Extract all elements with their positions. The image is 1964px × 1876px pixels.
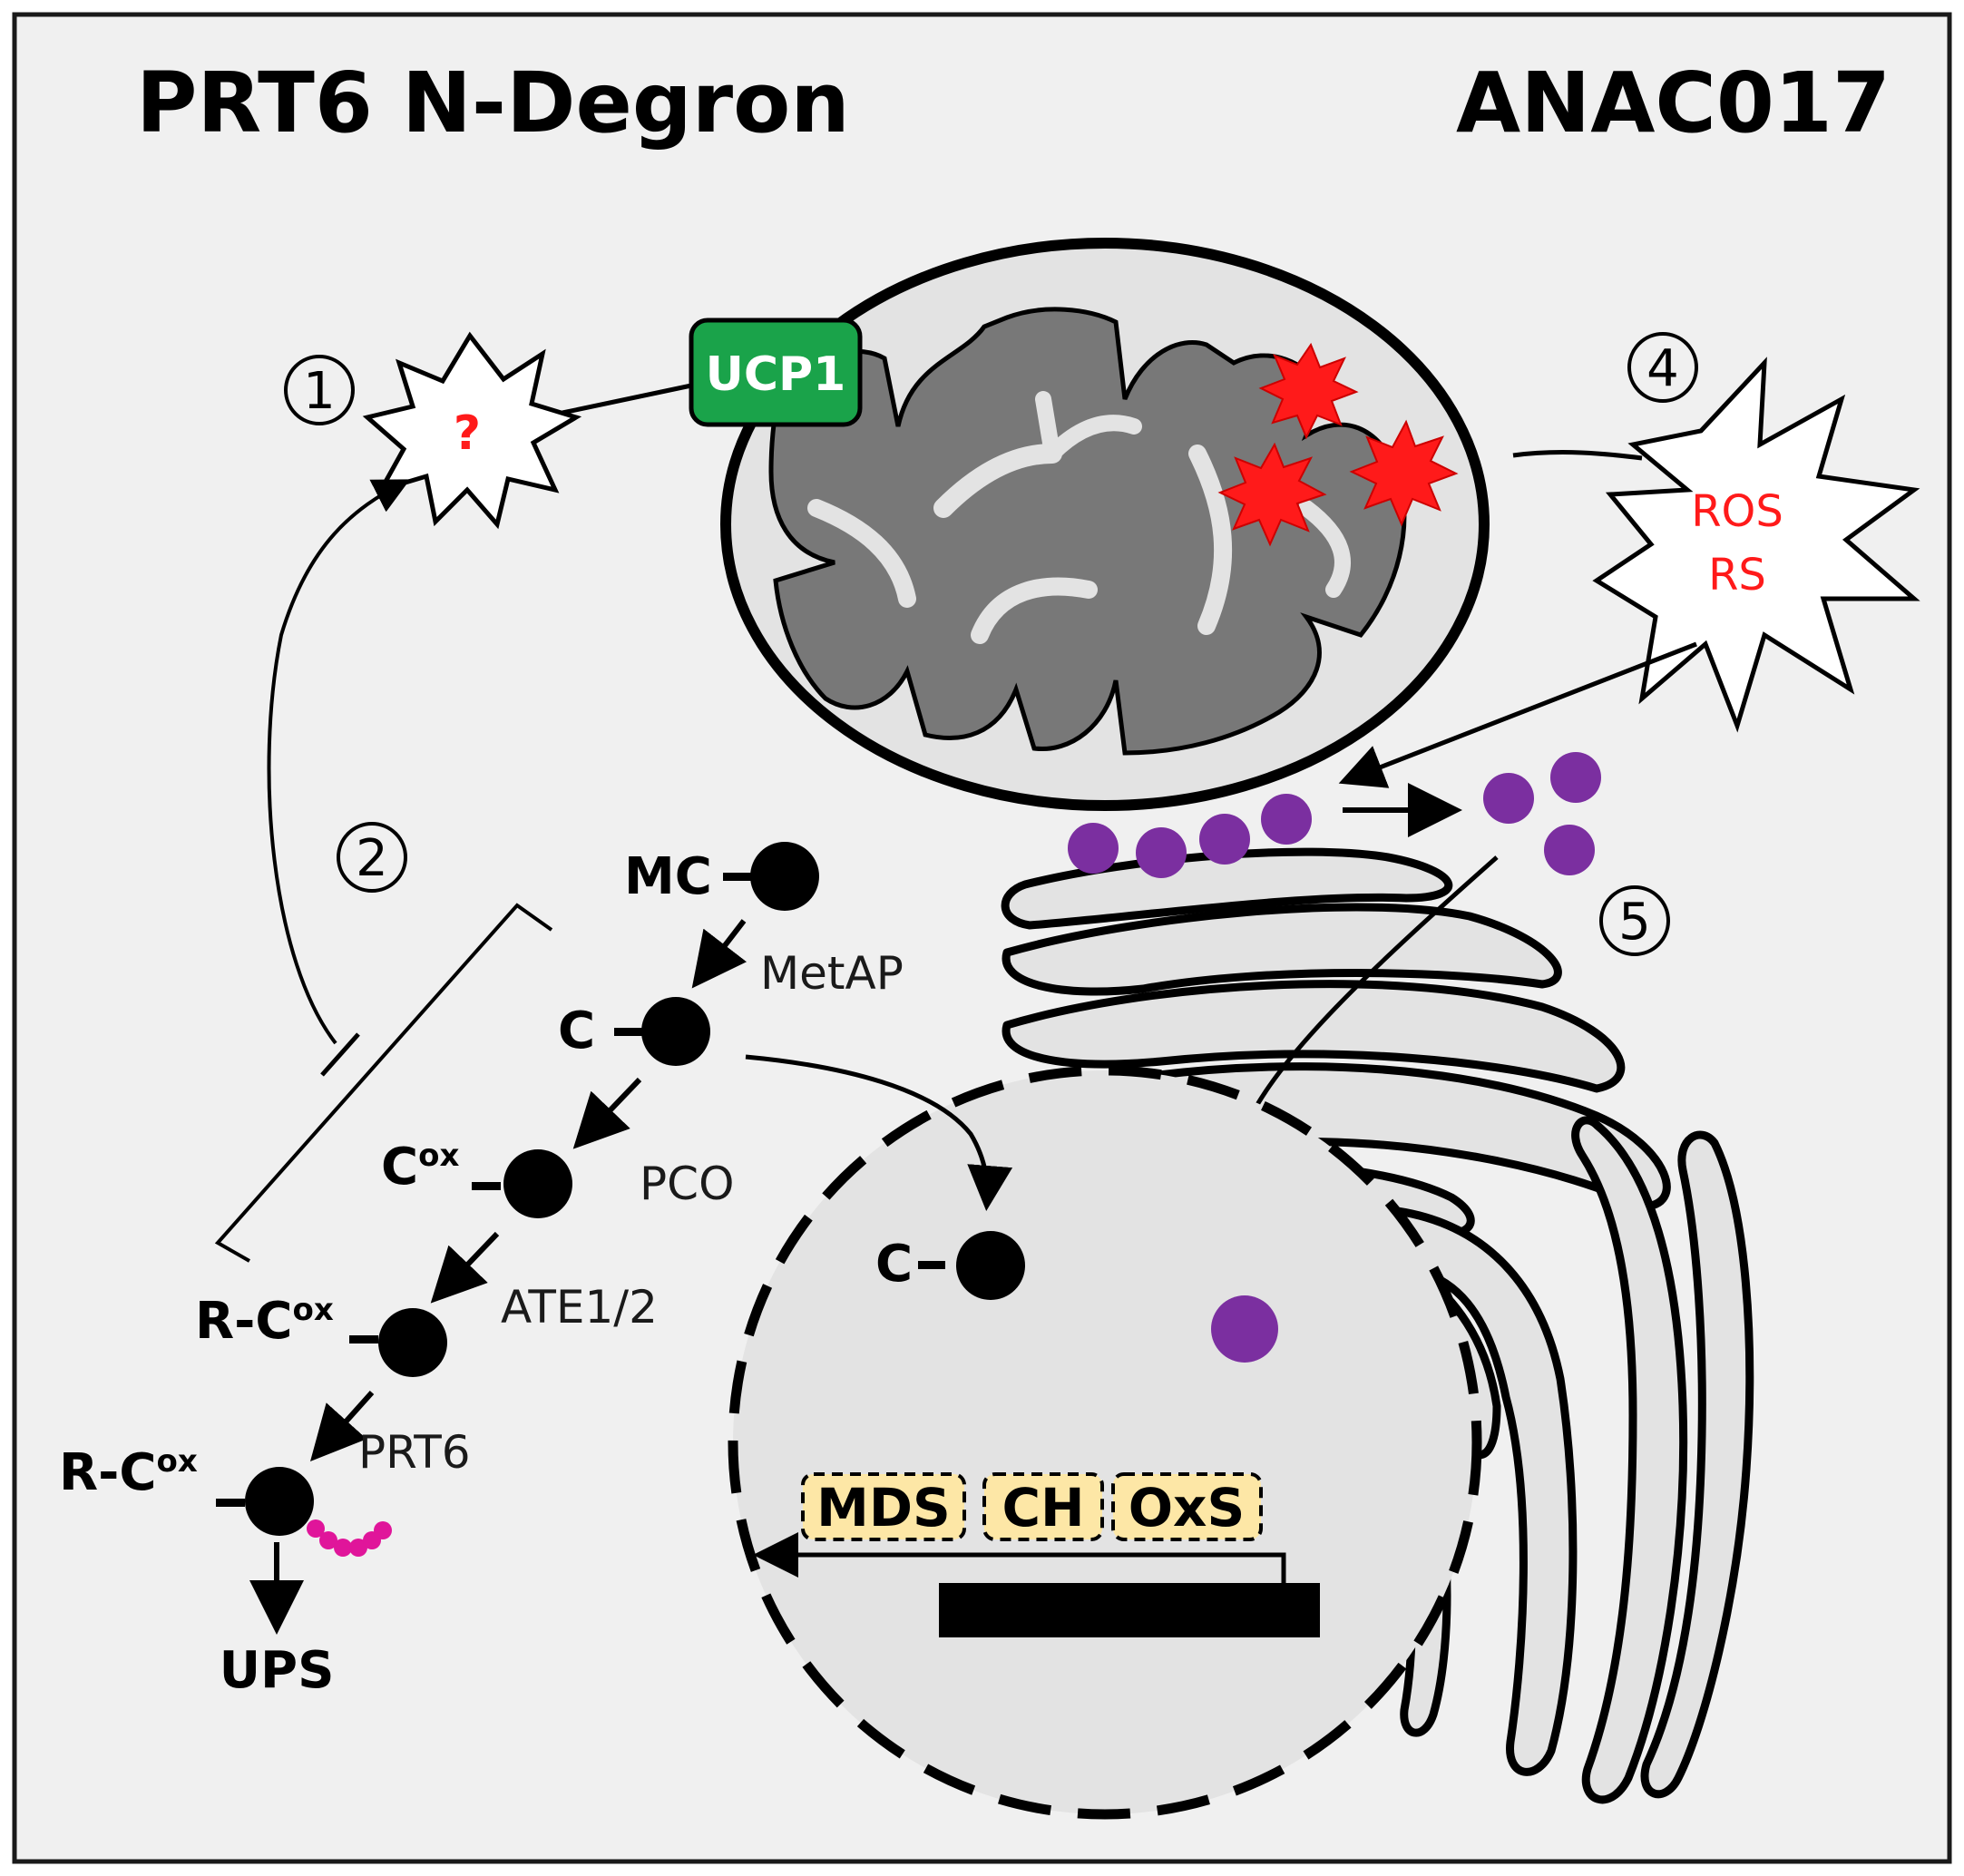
- ros-to-er-arrow: [1338, 641, 1697, 788]
- nuclear-c-label: C: [875, 1235, 913, 1294]
- ros-burst-3: [1349, 419, 1459, 527]
- gene-box-mds: MDS: [801, 1472, 966, 1541]
- mito-ros-line: [1512, 450, 1643, 461]
- cox-protein: [503, 1149, 572, 1218]
- svg-text:CH: CH: [1002, 1477, 1084, 1539]
- svg-text:5: 5: [1618, 893, 1651, 952]
- anac017-proteins-er: [1068, 794, 1312, 878]
- gene-box-oxs: OxS: [1111, 1472, 1263, 1541]
- ros-burst-2: [1217, 442, 1327, 547]
- svg-text:OxS: OxS: [1129, 1477, 1246, 1539]
- unknown-signal-burst: [362, 331, 582, 530]
- inhibition-bar: [320, 1032, 360, 1077]
- title-anac017: ANAC017: [1456, 54, 1891, 151]
- r-cox-ub-protein: [245, 1467, 314, 1536]
- svg-text:1: 1: [303, 362, 336, 421]
- step-4-marker: 4: [1627, 332, 1698, 403]
- ucp1-label: UCP1: [706, 347, 846, 402]
- anac017-nuclear: [1211, 1295, 1278, 1363]
- feedback-arc-arrow: [267, 479, 411, 1045]
- nuclear-c-stub: [918, 1261, 945, 1269]
- ucp1-link-line: [562, 383, 692, 415]
- metap-label: MetAP: [760, 947, 904, 1000]
- ate-label: ATE1/2: [501, 1281, 658, 1334]
- prt6-arrow: [309, 1390, 375, 1461]
- ros-burst-1: [1258, 342, 1359, 440]
- c-stub: [614, 1028, 643, 1036]
- ucp1-box: [689, 318, 863, 427]
- anac017-proteins-released: [1483, 752, 1601, 875]
- title-prt6: PRT6 N-Degron: [136, 54, 850, 151]
- nucleus: [728, 1065, 1482, 1820]
- svg-text:MDS: MDS: [816, 1477, 951, 1539]
- svg-text:4: 4: [1646, 339, 1679, 398]
- mc-label: MC: [624, 847, 712, 906]
- unknown-signal-label: ?: [454, 406, 481, 461]
- r-cox-ub-stub: [216, 1499, 245, 1507]
- mc-protein: [750, 842, 819, 911]
- step-5-marker: 5: [1599, 885, 1670, 956]
- cox-label: Cox: [381, 1138, 459, 1197]
- prt6-label: PRT6: [358, 1426, 471, 1479]
- svg-text:2: 2: [356, 829, 388, 888]
- pathway-bracket: [214, 903, 553, 1263]
- step-2-marker: 2: [337, 822, 407, 893]
- c-protein: [641, 997, 710, 1066]
- nuclear-c-protein: [956, 1231, 1025, 1300]
- c-to-nucleus-arrow: [745, 1054, 1013, 1211]
- pco-arrow: [572, 1077, 642, 1149]
- cox-stub: [472, 1182, 501, 1190]
- ate-arrow: [430, 1231, 500, 1304]
- mc-stub: [723, 873, 752, 881]
- ros-rs-burst: [1592, 357, 1920, 733]
- ros-label: ROS: [1691, 486, 1783, 537]
- r-cox-label: R-Cox: [195, 1292, 334, 1351]
- gene-dna-bar: [939, 1583, 1320, 1637]
- ubiquitin-chain: [307, 1519, 392, 1557]
- gene-box-ch: CH: [982, 1472, 1104, 1541]
- transcription-arrow: [753, 1532, 1286, 1586]
- metap-arrow: [691, 919, 747, 989]
- r-cox-stub: [349, 1335, 378, 1343]
- r-cox-protein: [378, 1308, 447, 1377]
- step-1-marker: 1: [284, 355, 355, 425]
- c-label: C: [558, 1002, 595, 1060]
- pco-label: PCO: [640, 1158, 734, 1210]
- ups-label: UPS: [220, 1641, 335, 1700]
- r-cox-ub-label: R-Cox: [59, 1443, 198, 1502]
- rs-label: RS: [1708, 550, 1766, 601]
